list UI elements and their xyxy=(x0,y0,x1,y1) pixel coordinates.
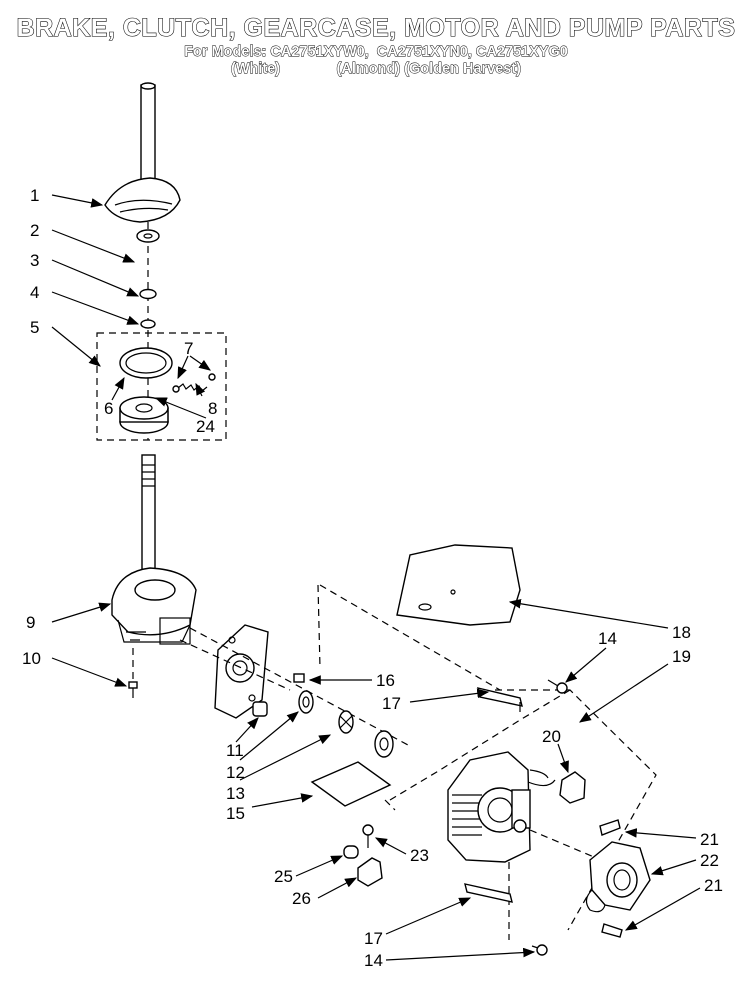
callout-26: 26 xyxy=(292,889,311,908)
callout-22: 22 xyxy=(700,851,719,870)
part-motor xyxy=(447,751,556,863)
callout-10: 10 xyxy=(22,649,41,668)
callout-13: 13 xyxy=(226,784,245,803)
part-grommet-25 xyxy=(343,845,359,859)
colors-line: (White) (Almond) (Golden Harvest) xyxy=(231,61,522,78)
part-clamp-21a xyxy=(599,819,621,836)
part-screw-14b xyxy=(531,944,548,956)
callout-17-lower: 17 xyxy=(364,929,383,948)
part-washer-2 xyxy=(136,229,160,243)
callout-12: 12 xyxy=(226,763,245,782)
part-brake-band-6 xyxy=(119,347,173,379)
callout-9: 9 xyxy=(26,613,35,632)
callout-14-upper: 14 xyxy=(598,629,617,648)
callout-numbers: 1 2 3 4 5 6 7 8 24 9 10 11 12 13 15 16 1… xyxy=(22,186,723,970)
callout-8: 8 xyxy=(208,399,217,418)
callout-18: 18 xyxy=(672,623,691,642)
callout-21-upper: 21 xyxy=(700,830,719,849)
part-11 xyxy=(252,701,268,717)
part-16-screw xyxy=(293,673,305,683)
part-screw-14a xyxy=(547,679,568,694)
callout-6: 6 xyxy=(104,399,113,418)
diagram-title: BRAKE, CLUTCH, GEARCASE, MOTOR AND PUMP … xyxy=(16,13,736,42)
part-capacitor-20 xyxy=(559,771,586,804)
part-coupler-hub xyxy=(374,730,394,758)
part-15-pad xyxy=(310,761,392,807)
part-clamp-21b xyxy=(601,923,623,938)
part-bracket-26 xyxy=(357,857,383,887)
callout-16: 16 xyxy=(376,671,395,690)
part-washer-3 xyxy=(139,288,157,300)
callout-5: 5 xyxy=(30,318,39,337)
part-ring-4 xyxy=(140,319,156,329)
models-line: For Models: CA2751XYW0, CA2751XYN0, CA27… xyxy=(184,44,568,61)
part-13-coupler xyxy=(338,710,354,734)
part-shield-18 xyxy=(396,544,521,626)
part-screw-23 xyxy=(362,824,374,848)
part-brake-hub-24 xyxy=(119,396,169,434)
part-rod-17b xyxy=(464,883,513,903)
callout-14-lower: 14 xyxy=(364,951,383,970)
callout-1: 1 xyxy=(30,186,39,205)
callout-19: 19 xyxy=(672,647,691,666)
brake-assembly-box xyxy=(96,332,227,441)
callout-23: 23 xyxy=(410,846,429,865)
part-12-coupler xyxy=(298,690,314,714)
callout-20: 20 xyxy=(542,727,561,746)
part-mounting-plate xyxy=(214,624,269,719)
callout-4: 4 xyxy=(30,283,39,302)
callout-21-lower: 21 xyxy=(704,876,723,895)
callout-2: 2 xyxy=(30,221,39,240)
callout-7: 7 xyxy=(184,339,193,358)
callout-17-upper: 17 xyxy=(382,694,401,713)
part-pump-22 xyxy=(585,841,651,913)
callout-3: 3 xyxy=(30,251,39,270)
callout-11: 11 xyxy=(226,741,244,760)
part-brake-shaft xyxy=(104,82,181,440)
callout-24: 24 xyxy=(196,417,215,436)
part-gearcase-9 xyxy=(111,454,197,645)
leader-lines xyxy=(51,194,701,961)
part-rod-17a xyxy=(477,687,523,712)
callout-25: 25 xyxy=(274,867,293,886)
part-spring-8 xyxy=(172,373,216,393)
callout-15: 15 xyxy=(226,804,245,823)
part-screw-10 xyxy=(128,681,138,698)
